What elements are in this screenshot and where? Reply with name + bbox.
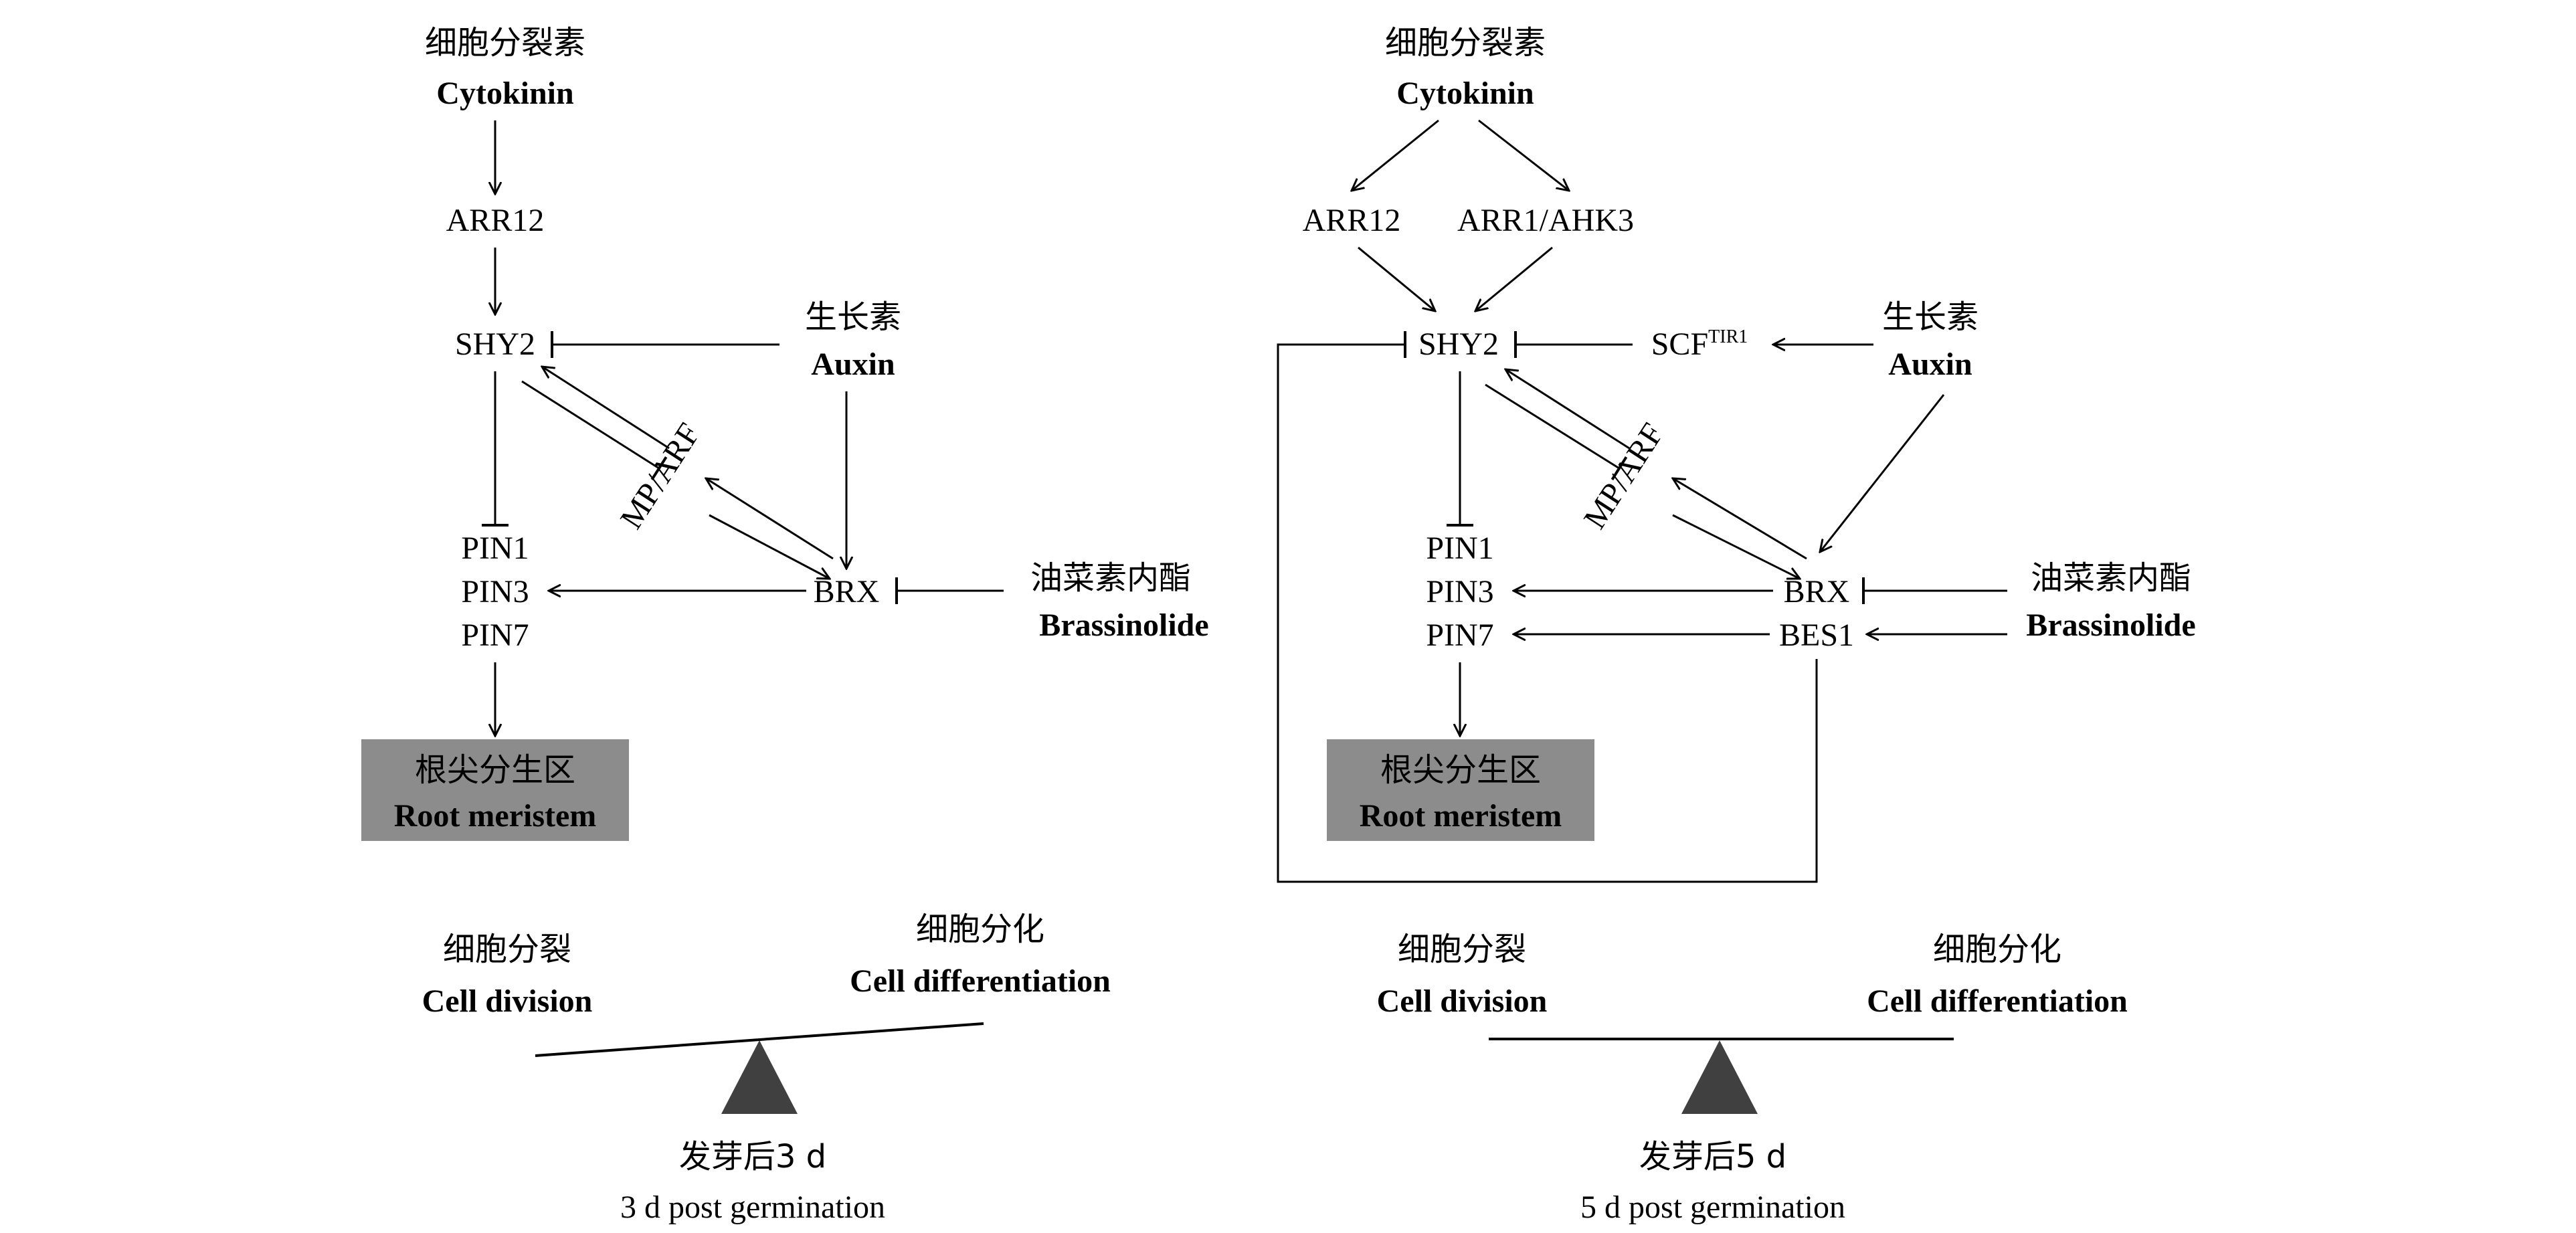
right-scf-main: SCF (1651, 326, 1708, 362)
left-pin3-label: PIN3 (461, 574, 529, 609)
left-brassinolide-en: Brassinolide (1039, 607, 1208, 643)
right-bes1-label: BES1 (1779, 618, 1854, 653)
left-stage-en: 3 d post germination (620, 1190, 885, 1225)
left-auxin-zh: 生长素 (805, 298, 901, 336)
left-auxin-en: Auxin (811, 347, 895, 382)
left-cytokinin-en: Cytokinin (436, 76, 573, 111)
right-feedback-bes1-shy2 (1277, 331, 1818, 883)
right-cell-division-zh: 细胞分裂 (1398, 931, 1526, 968)
left-inhibit-shy2-mparf (521, 380, 668, 480)
left-arrow-brx-mparf (706, 478, 834, 560)
right-arrow-arr12-shy2 (1358, 246, 1435, 311)
right-arrow-cytokinin-arr12 (1352, 119, 1439, 191)
right-pin3-label: PIN3 (1426, 574, 1493, 609)
left-pin7-label: PIN7 (461, 618, 529, 653)
right-cell-division-en: Cell division (1377, 983, 1548, 1019)
left-mparf-label: MP/ARF (614, 417, 707, 535)
right-arrow-cytokinin-arr1 (1478, 119, 1569, 191)
left-root-meristem-en: Root meristem (394, 798, 597, 834)
right-root-meristem-zh: 根尖分生区 (1380, 751, 1541, 789)
right-cell-differentiation-en: Cell differentiation (1867, 983, 2128, 1019)
left-cell-differentiation-zh: 细胞分化 (916, 911, 1044, 948)
right-pin1-label: PIN1 (1426, 531, 1493, 566)
right-arr1-ahk3-label: ARR1/AHK3 (1457, 203, 1634, 238)
right-arrow-mparf-brx (1672, 514, 1800, 579)
left-arrow-mparf-shy2 (542, 367, 670, 450)
right-arrow-auxin-brx (1820, 394, 1945, 552)
left-brx-label: BRX (814, 574, 880, 609)
left-shy2-label: SHY2 (455, 326, 535, 362)
right-mparf-label: MP/ARF (1577, 417, 1671, 535)
right-cell-differentiation-zh: 细胞分化 (1933, 931, 2061, 968)
left-root-meristem-zh: 根尖分生区 (415, 751, 575, 789)
right-auxin-zh: 生长素 (1882, 298, 1979, 336)
left-root-meristem-box (361, 739, 629, 841)
right-stage-zh: 发芽后5 d (1639, 1138, 1786, 1175)
right-inhibit-shy2-mparf (1485, 383, 1628, 481)
left-cell-division-en: Cell division (422, 983, 593, 1019)
right-scf-superscript: TIR1 (1708, 326, 1748, 347)
left-pin1-label: PIN1 (461, 531, 529, 566)
right-arrow-brx-mparf (1673, 478, 1807, 560)
right-auxin-en: Auxin (1888, 347, 1972, 382)
right-brassinolide-en: Brassinolide (2026, 607, 2195, 643)
right-brassinolide-zh: 油菜素内酯 (2031, 559, 2191, 597)
left-brassinolide-zh: 油菜素内酯 (1030, 559, 1191, 597)
right-shy2-label: SHY2 (1418, 326, 1499, 362)
right-pin7-label: PIN7 (1426, 618, 1493, 653)
right-cytokinin-zh: 细胞分裂素 (1385, 24, 1546, 62)
right-root-meristem-en: Root meristem (1360, 798, 1562, 834)
left-cytokinin-zh: 细胞分裂素 (425, 24, 585, 62)
left-cell-division-zh: 细胞分裂 (443, 931, 571, 968)
left-balance-beam (535, 1022, 984, 1057)
left-arrow-mparf-brx (709, 514, 830, 579)
left-panel: 细胞分裂素 Cytokinin ARR12 SHY2 生长素 Auxin MP/… (361, 24, 1209, 1225)
right-brx-label: BRX (1784, 574, 1850, 609)
left-stage-zh: 发芽后3 d (679, 1138, 826, 1175)
right-scf-label: SCFTIR1 (1651, 326, 1748, 362)
left-cell-differentiation-en: Cell differentiation (850, 963, 1111, 999)
right-arr12-label: ARR12 (1303, 203, 1401, 238)
right-stage-en: 5 d post germination (1580, 1190, 1845, 1225)
right-panel: 细胞分裂素 Cytokinin ARR12 ARR1/AHK3 SHY2 SCF… (1277, 24, 2196, 1225)
right-root-meristem-box (1327, 739, 1594, 841)
left-fulcrum (721, 1040, 798, 1114)
right-cytokinin-en: Cytokinin (1396, 76, 1534, 111)
right-fulcrum (1681, 1040, 1758, 1114)
left-arr12-label: ARR12 (446, 203, 545, 238)
right-arrow-mparf-shy2 (1505, 369, 1630, 450)
right-arrow-arr1-shy2 (1475, 246, 1553, 311)
